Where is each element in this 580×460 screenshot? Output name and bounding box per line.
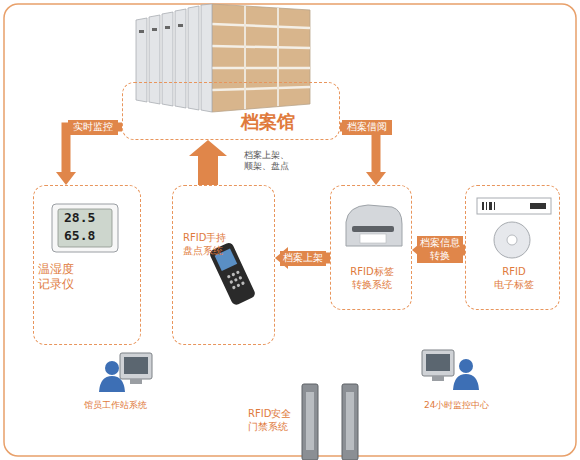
display-reading: 28.5 bbox=[64, 210, 108, 226]
thermo-hygrometer bbox=[52, 204, 118, 252]
flow-arrow bbox=[275, 247, 330, 269]
system-caption: 馆员工作站系统 bbox=[84, 400, 174, 411]
archive-box: 档案馆 bbox=[122, 82, 340, 140]
system-box: RFID手持 盘点系统 bbox=[172, 185, 275, 345]
flow-arrow bbox=[340, 127, 386, 185]
workstation-icon bbox=[99, 353, 152, 392]
edge-label: 档案上架、 顺架、盘点 bbox=[244, 150, 306, 173]
display-reading: 65.8 bbox=[64, 228, 108, 244]
flow-arrow bbox=[189, 140, 227, 185]
outer-frame bbox=[4, 4, 576, 456]
security-gate bbox=[302, 384, 358, 460]
node-title: 温湿度 记录仪 bbox=[38, 262, 84, 292]
system-caption: RFID安全 门禁系统 bbox=[248, 408, 300, 433]
arrow-head bbox=[56, 172, 76, 185]
node-title: RFID标签 转换系统 bbox=[343, 266, 401, 291]
system-box: RFID 电子标签 bbox=[465, 185, 560, 310]
edge-label: 实时监控 bbox=[68, 120, 118, 135]
node-title: 档案馆 bbox=[241, 111, 321, 134]
system-box: RFID标签 转换系统 bbox=[330, 185, 412, 310]
edge-label: 档案上架 bbox=[280, 251, 326, 266]
tag-printer bbox=[346, 205, 402, 246]
monitor-center-icon bbox=[422, 350, 479, 390]
node-title: RFID手持 盘点系统 bbox=[183, 232, 239, 257]
arrow-shaft bbox=[198, 155, 218, 185]
archive-shelves bbox=[136, 4, 310, 112]
arrow-head bbox=[366, 172, 386, 185]
system-box: 温湿度 记录仪 bbox=[33, 185, 141, 345]
system-caption: 24小时监控中心 bbox=[424, 400, 524, 411]
edge-label: 档案信息 转换 bbox=[417, 236, 463, 263]
arrow-head bbox=[189, 140, 227, 156]
rfid-tag bbox=[477, 198, 551, 258]
edge-label: 档案借阅 bbox=[342, 120, 392, 135]
flow-arrow bbox=[56, 127, 122, 185]
node-title: RFID 电子标签 bbox=[486, 266, 542, 291]
